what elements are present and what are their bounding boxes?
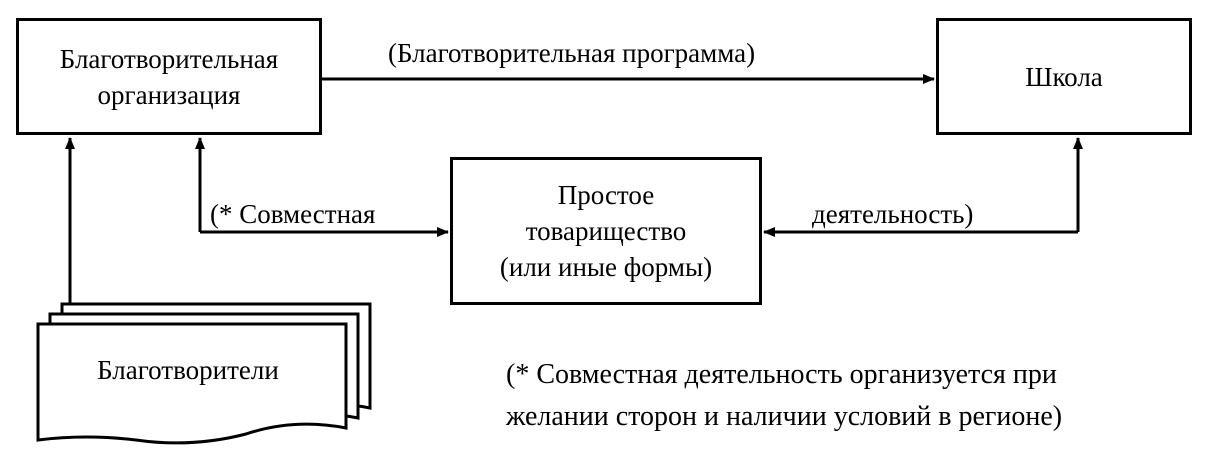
donors-doc-front (36, 322, 348, 445)
partnership-label-line3: (или иные формы) (499, 252, 713, 282)
program-edge-label: (Благотворительная программа) (388, 38, 756, 68)
school-node: Школа (936, 18, 1192, 135)
school-label: Школа (1025, 61, 1103, 92)
footnote-line2: желании сторон и наличии условий в регио… (506, 401, 1063, 432)
donors-node-label: Благотворители (97, 355, 279, 385)
charity-organization-label-line2: организация (97, 79, 241, 110)
charity-organization-label-line1: Благотворительная (59, 43, 279, 74)
footnote: (* Совместная деятельность организуется … (506, 354, 1062, 438)
partnership-node: Простое товарищество (или иные формы) (450, 157, 762, 305)
joint-activity-label-left: (* Совместная (210, 199, 376, 229)
partnership-label-line2: товарищество (525, 216, 687, 246)
partnership-label-line1: Простое (557, 180, 655, 210)
charity-organization-node: Благотворительная организация (16, 18, 322, 135)
joint-activity-label-right: деятельность) (812, 199, 974, 229)
donors-document-stack (36, 302, 372, 445)
footnote-line1: (* Совместная деятельность организуется … (506, 359, 1057, 390)
